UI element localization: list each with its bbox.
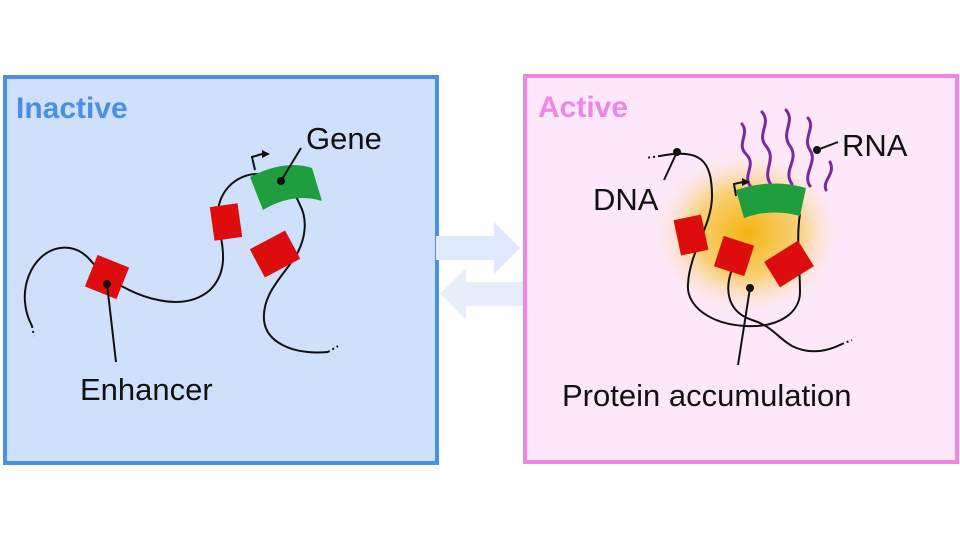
transcription-start-arrow-icon <box>732 178 750 197</box>
gene-label: Gene <box>306 121 382 156</box>
enhancer-label: Enhancer <box>80 372 213 407</box>
dna-callout-line <box>663 151 678 181</box>
active-dna-strand-lower <box>727 261 843 353</box>
enhancer-block <box>249 230 301 278</box>
rna-strand <box>740 122 754 190</box>
rna-strand <box>760 110 774 188</box>
inactive-dna-dashed-end-left <box>31 325 35 337</box>
enhancer-block <box>713 235 755 277</box>
active-dna-dashed-end-left <box>645 155 661 159</box>
rna-strand <box>784 108 795 186</box>
enhancer-callout-dot <box>103 280 111 288</box>
rna-label: RNA <box>842 128 908 163</box>
inactive-dna-dashed-end-right <box>327 345 339 353</box>
protein-callout-line <box>737 287 751 366</box>
enhancer-block <box>673 214 709 256</box>
inactive-title: Inactive <box>16 92 128 125</box>
dna-callout-dot <box>673 148 681 156</box>
enhancer-callout-line <box>106 283 117 363</box>
transcription-start-arrow-icon <box>250 150 270 171</box>
active-title: Active <box>538 91 628 124</box>
active-dna-strand <box>659 152 802 328</box>
bidirectional-arrows-icon <box>436 222 524 320</box>
enhancer-block <box>84 254 130 300</box>
rna-transcripts <box>740 108 833 192</box>
enhancer-block <box>209 203 243 241</box>
gene-callout-dot <box>277 177 285 185</box>
active-panel: Active RNA DNA <box>523 74 959 464</box>
gene-callout-line <box>280 147 302 182</box>
rna-strand <box>823 160 833 192</box>
protein-accumulation-label: Protein accumulation <box>562 378 852 413</box>
gene-block <box>736 183 806 218</box>
inactive-panel: Inactive Gene Enhancer <box>3 75 439 465</box>
inactive-dna-strand <box>23 172 329 354</box>
active-dna-dashed-end-right <box>841 339 853 345</box>
dna-label: DNA <box>593 182 659 217</box>
protein-callout-dot <box>746 284 754 292</box>
enhancer-block <box>764 240 814 288</box>
rna-strand <box>805 116 814 188</box>
rna-callout-dot <box>813 146 821 154</box>
gene-block <box>250 165 322 210</box>
